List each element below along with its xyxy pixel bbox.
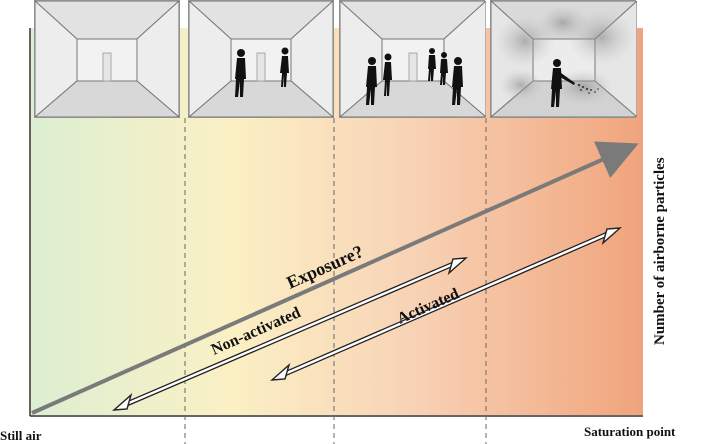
y-axis-label: Number of airborne particles xyxy=(652,157,668,345)
door-icon xyxy=(256,52,266,82)
person-icon xyxy=(366,57,377,105)
non-activated-arrow xyxy=(111,257,469,411)
person-icon xyxy=(440,52,448,85)
person-icon xyxy=(428,48,436,81)
person-icon xyxy=(280,47,289,87)
x-axis-end-label: Saturation point xyxy=(584,424,676,439)
exposure-arrow xyxy=(31,141,639,415)
door-icon xyxy=(408,52,418,82)
x-axis-start-label: Still air xyxy=(0,428,42,443)
person-icon xyxy=(383,53,392,96)
door-icon xyxy=(102,52,112,82)
scene-several-people xyxy=(339,0,486,118)
room-illustration-4 xyxy=(491,1,637,117)
scene-empty-room xyxy=(34,0,180,118)
room-illustration-3 xyxy=(340,1,486,117)
person-icon xyxy=(452,57,463,105)
spray-particles xyxy=(577,83,599,94)
scene-smoky-room xyxy=(490,0,637,118)
activated-arrow xyxy=(269,227,623,381)
room-illustration-1 xyxy=(35,1,179,117)
person-icon xyxy=(235,49,246,97)
person-icon xyxy=(551,59,575,107)
scene-two-people xyxy=(188,0,334,118)
room-illustration-2 xyxy=(189,1,333,117)
